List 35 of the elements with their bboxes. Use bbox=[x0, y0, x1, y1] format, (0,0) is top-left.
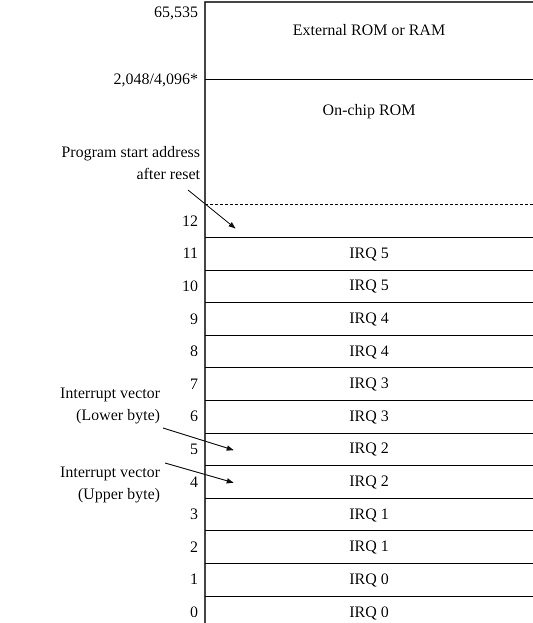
address-label: 0 bbox=[190, 604, 198, 622]
address-label: 6 bbox=[190, 408, 198, 426]
address-label: 4 bbox=[190, 474, 198, 492]
region-label: IRQ 0 bbox=[349, 570, 389, 589]
region-label: IRQ 4 bbox=[349, 310, 389, 328]
leader-arrow bbox=[164, 462, 234, 484]
address-label: 9 bbox=[190, 310, 198, 328]
annotation-text: Interrupt vector (Upper byte) bbox=[20, 462, 160, 506]
address-label: 65,535 bbox=[154, 4, 198, 22]
address-label: 3 bbox=[190, 506, 198, 524]
annotation-text: Interrupt vector (Lower byte) bbox=[20, 383, 160, 427]
region-label: External ROM or RAM bbox=[292, 22, 446, 40]
address-label: 12 bbox=[182, 212, 198, 230]
address-label: 8 bbox=[190, 343, 198, 362]
region-label: IRQ 0 bbox=[349, 604, 389, 622]
region-label: IRQ 4 bbox=[349, 342, 389, 361]
region-label: IRQ 3 bbox=[349, 408, 389, 426]
region-label: IRQ 3 bbox=[349, 375, 389, 394]
address-label: 7 bbox=[190, 376, 198, 394]
address-label: 5 bbox=[190, 440, 198, 459]
address-label: 1 bbox=[190, 571, 198, 590]
region-label: IRQ 2 bbox=[349, 440, 389, 458]
region-label: IRQ 5 bbox=[349, 277, 389, 296]
leader-arrow bbox=[162, 428, 234, 451]
region-label: IRQ 5 bbox=[349, 244, 389, 263]
region-label: IRQ 2 bbox=[349, 472, 389, 491]
region-label: IRQ 1 bbox=[349, 538, 389, 556]
address-label: 10 bbox=[182, 278, 198, 296]
address-label: 2,048/4,096* bbox=[114, 71, 198, 89]
region-label: On-chip ROM bbox=[322, 102, 416, 120]
region-label: IRQ 1 bbox=[349, 506, 389, 524]
address-label: 11 bbox=[182, 245, 198, 264]
annotation-text: Program start address after reset bbox=[45, 142, 200, 186]
address-label: 2 bbox=[190, 538, 198, 557]
leader-arrow bbox=[188, 190, 236, 229]
